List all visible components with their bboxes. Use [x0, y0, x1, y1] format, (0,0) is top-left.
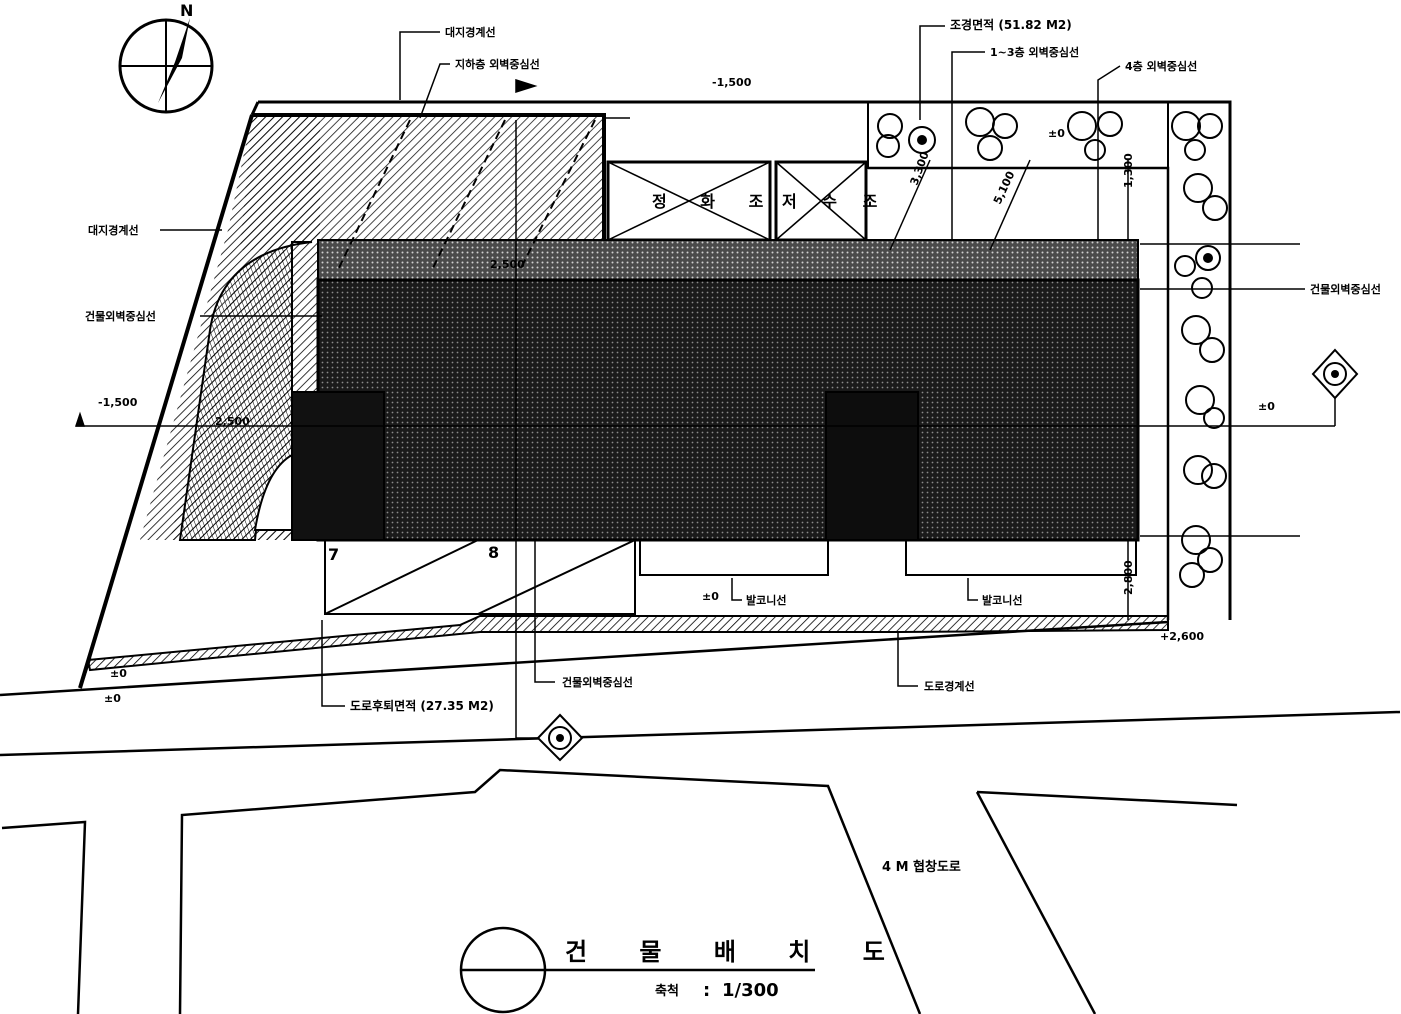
- road-lines: [0, 620, 1401, 1014]
- water-tank: 저 수 조: [774, 160, 887, 242]
- label-road-boundary: 도로경계선: [924, 679, 975, 693]
- road-setback-hatch: [86, 615, 1169, 672]
- dim-2800: 2,800: [1122, 560, 1135, 595]
- level-balcony: ±0: [702, 590, 719, 603]
- scale-colon: :: [703, 980, 710, 1001]
- label-site-boundary-left: 대지경계선: [88, 223, 139, 237]
- landscape-plants: [876, 107, 1228, 588]
- building-west-wing: [291, 391, 385, 541]
- grid-mark-7: 7: [328, 545, 339, 564]
- label-road-reserve-area: 도로후퇴면적 (27.35 M2): [350, 698, 494, 713]
- level-left: -1,500: [98, 396, 138, 409]
- section-marker-east: [1311, 348, 1359, 400]
- building-upper-floor-band: [317, 239, 1139, 283]
- level-bottom-left-a: ±0: [110, 667, 127, 680]
- grid-mark-8: 8: [488, 543, 499, 562]
- label-floor-4-wall-line: 4층 외벽중심선: [1125, 59, 1197, 73]
- level-right: ±0: [1258, 400, 1275, 413]
- north-arrow: N: [118, 1, 214, 114]
- building-footprint: [316, 278, 1140, 542]
- dim-left-2500: 2,500: [215, 415, 250, 428]
- label-building-wall-line-right: 건물외벽중심선: [1310, 282, 1381, 296]
- label-building-wall-line-bottom: 건물외벽중심선: [562, 675, 633, 689]
- leader-lines: [321, 25, 1129, 707]
- dim-2500b: 2,500: [490, 258, 525, 271]
- level-top: -1,500: [712, 76, 752, 89]
- label-basement-wall-line: 지하층 외벽중심선: [455, 57, 540, 71]
- label-landscape-area: 조경면적 (51.82 M2): [950, 17, 1072, 32]
- label-floors-1-3-wall-line: 1~3층 외벽중심선: [990, 45, 1079, 59]
- label-building-wall-line-left: 건물외벽중심선: [85, 309, 156, 323]
- label-balcony-line-2: 발코니선: [982, 593, 1022, 607]
- balcony-outlines: [324, 539, 1137, 615]
- level-landscape: ±0: [1048, 127, 1065, 140]
- label-site-boundary-top: 대지경계선: [445, 25, 496, 39]
- title-block: 건 물 배 치 도 축척 : 1/300: [459, 926, 907, 1014]
- water-tank-label: 저 수 조: [782, 192, 887, 211]
- level-bottom-left-b: ±0: [104, 692, 121, 705]
- septic-tank-label: 정 화 조: [652, 192, 777, 211]
- level-bottom-right: +2,600: [1160, 630, 1204, 643]
- label-balcony-line-1: 발코니선: [746, 593, 786, 607]
- septic-tank: 정 화 조: [606, 160, 777, 242]
- dim-5100: 5,100: [991, 169, 1018, 206]
- basement-dashed-lines: [337, 119, 596, 271]
- scale-value: 1/300: [722, 980, 779, 1001]
- label-road-name: 4 M 협창도로: [882, 859, 961, 875]
- scale-label: 축척: [655, 983, 679, 999]
- north-label: N: [180, 1, 193, 20]
- drawing-title: 건 물 배 치 도: [565, 938, 907, 966]
- section-marker-south: [536, 713, 584, 762]
- dim-1300: 1,300: [1122, 153, 1135, 188]
- reference-lines: [74, 78, 1336, 739]
- building-east-core: [825, 391, 919, 541]
